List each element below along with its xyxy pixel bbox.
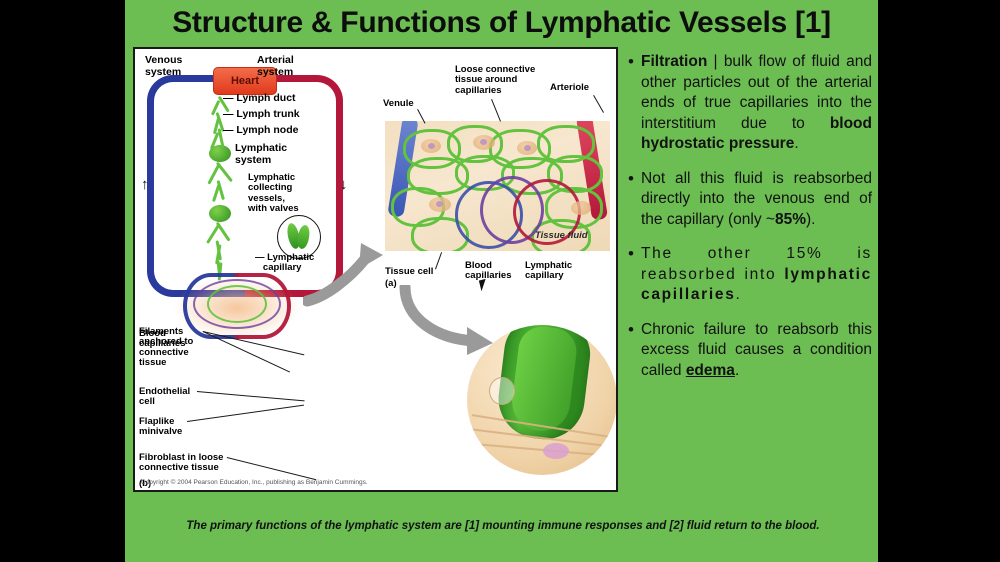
capillary-bed-micrograph: Tissue fluid (385, 121, 610, 251)
tissue-cell (571, 201, 591, 215)
leader-line (187, 404, 304, 422)
capillary-bed (183, 273, 291, 339)
venous-flow-arrow: ↑ (141, 176, 149, 193)
arterial-capillary-arc (235, 273, 291, 339)
label-venule: Venule (383, 98, 414, 109)
copyright-notice: Copyright © 2004 Pearson Education, Inc.… (141, 479, 368, 486)
capillary-mesh (193, 279, 281, 329)
flaplike-minivalve-shape (489, 377, 515, 405)
label-tissue-fluid: Tissue fluid (535, 230, 588, 241)
panel-a-caption: (a) (385, 278, 397, 289)
fibroblast-shape (543, 443, 569, 459)
label-lymph-node: — Lymph node (223, 124, 299, 136)
cell-nucleus (436, 201, 443, 207)
cell-nucleus (524, 145, 531, 151)
lymphatic-net (547, 155, 603, 193)
bullet-marker: • (628, 319, 634, 339)
bullet-text-0: Filtration | bulk flow of fluid and othe… (641, 53, 872, 152)
lymph-node-lower (209, 205, 231, 222)
slide-canvas: Structure & Functions of Lymphatic Vesse… (125, 0, 878, 562)
bullet-text-2: The other 15% is reabsorbed into lymphat… (641, 245, 872, 303)
heart-box: Heart (213, 67, 277, 95)
label-arteriole: Arteriole (550, 82, 590, 93)
label-lymph-trunk: — Lymph trunk (223, 108, 300, 120)
bullet-item-1: • Not all this fluid is reabsorbed direc… (628, 169, 872, 231)
cell-nucleus (480, 139, 487, 145)
venous-capillary-arc (183, 273, 239, 339)
label-lymph-duct: — Lymph duct (223, 92, 296, 104)
zoom-arrow-to-detail (399, 285, 493, 355)
bullet-list: • Filtration | bulk flow of fluid and ot… (628, 52, 872, 395)
bullet-item-2: • The other 15% is reabsorbed into lymph… (628, 244, 872, 306)
bullet-marker: • (628, 244, 634, 263)
leader-line (435, 252, 443, 270)
label-lymphatic-capillary-left: — Lymphatic capillary (255, 252, 315, 274)
bullet-item-0: • Filtration | bulk flow of fluid and ot… (628, 52, 872, 155)
leader-line (196, 391, 305, 402)
bullet-item-3: • Chronic failure to reabsorb this exces… (628, 320, 872, 382)
bullet-text-1: Not all this fluid is reabsorbed directl… (641, 169, 872, 228)
circulatory-loop-schematic: Heart ↑ ↓ (141, 65, 352, 339)
label-tissue-cell: Tissue cell (385, 266, 434, 277)
lymphatic-capillary-mesh (207, 285, 267, 323)
lymph-node-upper (209, 145, 231, 162)
cell-nucleus (428, 143, 435, 149)
zoom-arrow-to-micrograph (303, 243, 383, 307)
arterial-flow-arrow: ↓ (340, 176, 348, 193)
bullet-marker: • (628, 168, 634, 188)
leader-line (593, 95, 604, 113)
lymphatic-capillary-detail (467, 325, 616, 475)
figure-panel: Heart ↑ ↓ (133, 47, 618, 492)
panel-b-caption: (b) (139, 478, 152, 489)
leader-line (491, 99, 501, 122)
bullet-marker: • (628, 52, 634, 71)
lymphatic-tree (197, 93, 267, 288)
slide-footer: The primary functions of the lymphatic s… (186, 520, 820, 532)
leader-line (226, 457, 317, 481)
valve-detail-circle (277, 215, 321, 259)
page-title: Structure & Functions of Lymphatic Vesse… (172, 6, 831, 39)
bullet-text-3: Chronic failure to reabsorb this excess … (641, 320, 872, 379)
